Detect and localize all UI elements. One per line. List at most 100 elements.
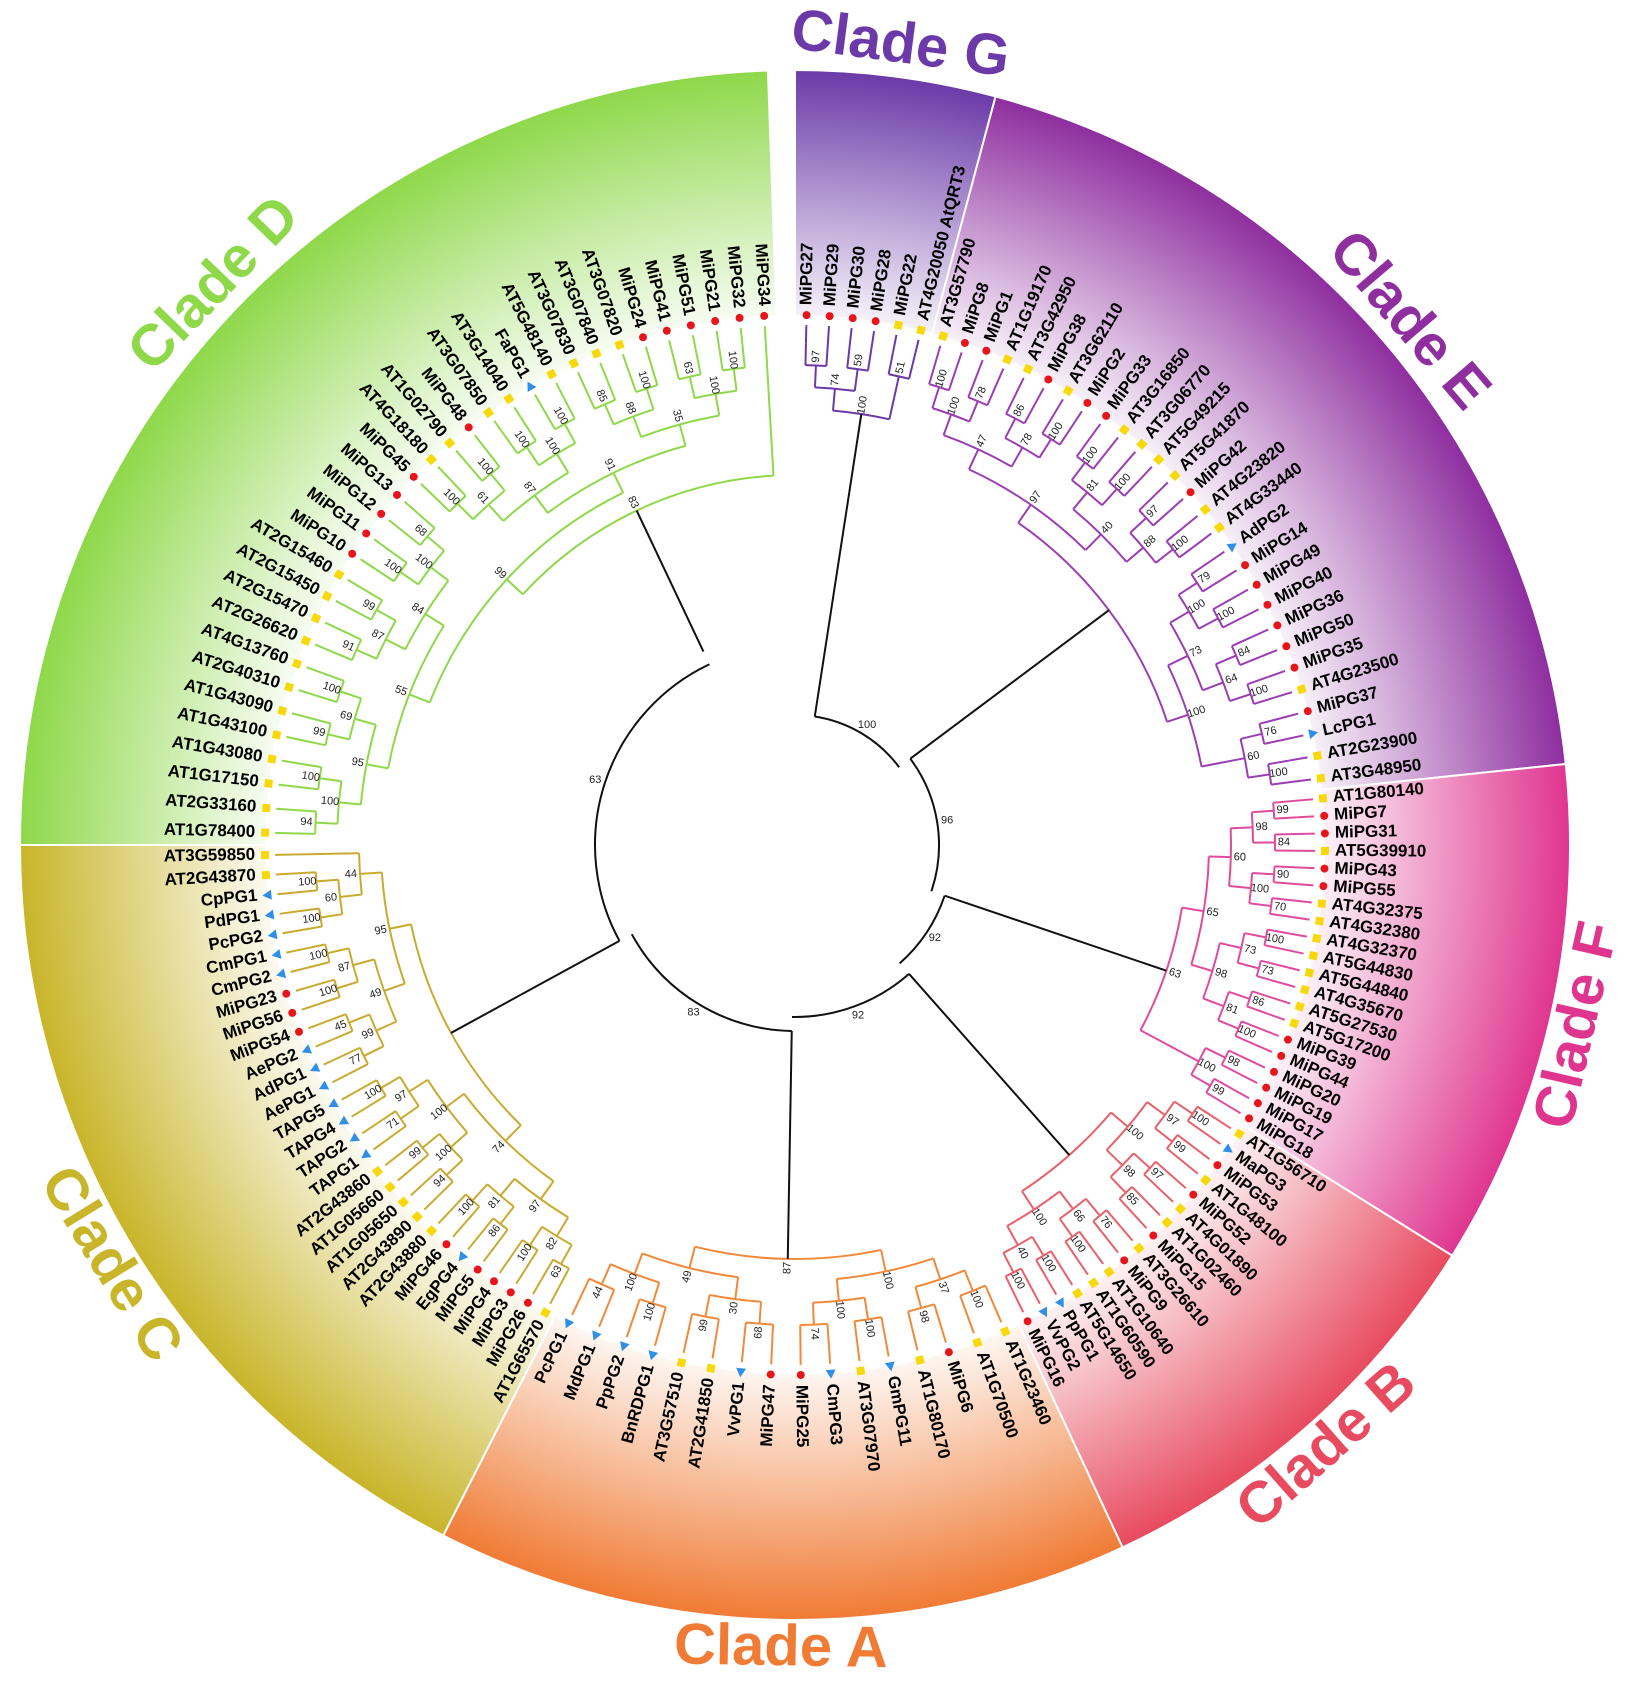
branch — [1251, 809, 1274, 814]
branch — [385, 638, 406, 651]
square-marker-icon — [1294, 1001, 1305, 1012]
branch — [914, 1286, 923, 1309]
branch — [1232, 1088, 1250, 1100]
branch — [1071, 410, 1083, 427]
branch — [336, 781, 343, 824]
branch — [538, 442, 576, 467]
branch — [278, 783, 297, 788]
branch — [691, 334, 698, 353]
bootstrap-value: 76 — [1097, 1214, 1114, 1231]
branch — [1289, 756, 1308, 762]
branch — [1166, 1134, 1179, 1150]
branch — [1251, 628, 1269, 638]
square-marker-icon — [1299, 984, 1310, 995]
square-marker-icon — [397, 1196, 410, 1208]
branch — [552, 1258, 570, 1270]
leaf-label: MiPG31 — [1335, 821, 1398, 841]
branch — [1092, 451, 1108, 470]
bootstrap-value: 86 — [486, 1222, 503, 1239]
branch — [1006, 1225, 1019, 1246]
bootstrap-value: 100 — [318, 983, 339, 1000]
branch — [388, 519, 404, 533]
tree-branches — [275, 325, 1315, 1365]
leaf-label: CmPG3 — [823, 1383, 846, 1446]
branch — [455, 449, 469, 465]
branch — [734, 1277, 740, 1300]
branch — [1183, 515, 1199, 529]
bootstrap-value: 35 — [670, 408, 685, 423]
bootstrap-value: 74 — [829, 373, 842, 386]
branch — [387, 1125, 407, 1140]
bootstrap-value: 97 — [1027, 489, 1044, 506]
bootstrap-value: 73 — [1260, 963, 1275, 978]
bootstrap-value: 92 — [852, 1010, 864, 1022]
branch — [347, 1063, 369, 1076]
square-marker-icon — [1169, 469, 1181, 482]
branch — [471, 1183, 489, 1202]
branch — [322, 672, 345, 682]
branch — [578, 1278, 591, 1299]
branch — [1165, 526, 1185, 542]
branch — [627, 370, 638, 393]
triangle-marker-icon — [276, 968, 287, 979]
branch — [1280, 712, 1299, 720]
branch — [1272, 997, 1291, 1005]
triangle-marker-icon — [458, 1250, 469, 1262]
branch — [1178, 543, 1198, 559]
square-marker-icon — [1161, 1216, 1173, 1229]
branch — [1105, 1209, 1122, 1228]
leaf-label: AT1G78400 — [164, 820, 256, 841]
branch — [1285, 734, 1304, 741]
branch — [563, 398, 576, 420]
bootstrap-value: 86 — [1250, 994, 1265, 1009]
branch — [1252, 871, 1275, 876]
branch — [437, 1209, 452, 1225]
branch — [534, 394, 545, 411]
branch — [423, 1196, 438, 1211]
branch — [324, 1013, 347, 1023]
branch — [1246, 676, 1269, 686]
branch — [1273, 881, 1296, 885]
branch — [319, 777, 342, 783]
branch — [331, 1073, 349, 1084]
branch — [309, 716, 331, 725]
branch — [1020, 1267, 1033, 1289]
branch — [1159, 1039, 1180, 1052]
bootstrap-value: 55 — [393, 683, 409, 699]
square-marker-icon — [1174, 1203, 1187, 1215]
circle-marker-icon — [282, 989, 291, 998]
branch — [478, 1217, 495, 1237]
branch — [1021, 1111, 1112, 1193]
branch — [933, 1304, 942, 1326]
branch — [324, 723, 332, 746]
branch — [633, 1253, 644, 1275]
branch — [1122, 451, 1137, 467]
branch — [1274, 691, 1293, 699]
square-marker-icon — [384, 1181, 396, 1193]
branch — [942, 414, 953, 436]
branch — [959, 1295, 969, 1317]
circle-marker-icon — [686, 321, 695, 330]
branch — [1139, 907, 1183, 1031]
branch — [1240, 732, 1263, 740]
branch — [846, 345, 851, 368]
branch — [763, 325, 767, 344]
branch — [373, 959, 398, 1023]
branch — [1271, 897, 1295, 902]
bootstrap-value: 99 — [1276, 804, 1289, 817]
square-marker-icon — [1320, 846, 1330, 856]
branch — [290, 966, 309, 973]
branch — [1108, 481, 1126, 497]
branch — [963, 1270, 974, 1292]
circle-marker-icon — [1319, 882, 1328, 891]
square-marker-icon — [425, 453, 437, 466]
branch — [433, 495, 451, 513]
branch — [359, 1047, 369, 1065]
square-marker-icon — [1213, 521, 1225, 534]
circle-marker-icon — [662, 326, 671, 335]
branch — [658, 1306, 667, 1329]
square-marker-icon — [482, 407, 495, 419]
branch — [1014, 1295, 1025, 1313]
bootstrap-value: 88 — [622, 400, 638, 416]
circle-marker-icon — [735, 313, 744, 322]
